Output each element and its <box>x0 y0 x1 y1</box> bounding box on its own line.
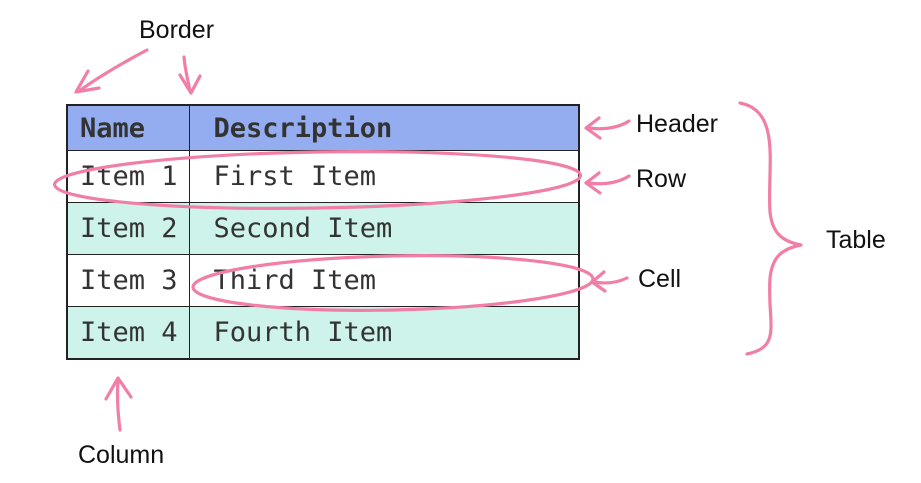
border-arrow-diagonal-icon <box>77 48 149 93</box>
cell-arrow-icon <box>592 276 629 285</box>
cell-label: Cell <box>638 265 682 293</box>
row-arrowhead-icon <box>584 171 602 195</box>
table-cell: Item 4 <box>66 306 190 360</box>
table-row: Item 3 Third Item <box>66 254 580 307</box>
header-label: Header <box>636 110 718 138</box>
example-table: Name Description Item 1 First Item Item … <box>66 104 580 360</box>
table-cell: Item 2 <box>66 202 190 255</box>
row-label: Row <box>636 165 687 193</box>
table-row: Item 2 Second Item <box>66 202 580 255</box>
table-header-cell-name: Name <box>66 104 190 151</box>
table-label: Table <box>826 226 886 254</box>
table-cell: Third Item <box>188 254 580 307</box>
table-cell: Item 3 <box>66 254 190 307</box>
table-header-cell-description: Description <box>188 104 580 151</box>
header-arrow-icon <box>586 119 631 131</box>
border-arrowhead-diagonal-icon <box>74 69 101 94</box>
row-arrow-icon <box>586 174 631 186</box>
table-cell: First Item <box>188 150 580 203</box>
column-arrowhead-icon <box>104 376 133 401</box>
table-cell: Second Item <box>188 202 580 255</box>
table-brace-icon <box>738 101 803 356</box>
cell-arrowhead-icon <box>590 270 607 293</box>
header-arrowhead-icon <box>584 116 602 140</box>
column-label: Column <box>78 441 165 469</box>
border-arrow-vertical-icon <box>182 55 192 93</box>
column-arrow-icon <box>116 378 122 432</box>
table-cell: Item 1 <box>66 150 190 203</box>
border-label: Border <box>139 16 215 44</box>
table-row: Item 1 First Item <box>66 150 580 203</box>
table-row: Item 4 Fourth Item <box>66 306 580 360</box>
border-arrowhead-vertical-icon <box>178 73 202 95</box>
table-header-row: Name Description <box>66 104 580 151</box>
table-cell: Fourth Item <box>188 306 580 360</box>
